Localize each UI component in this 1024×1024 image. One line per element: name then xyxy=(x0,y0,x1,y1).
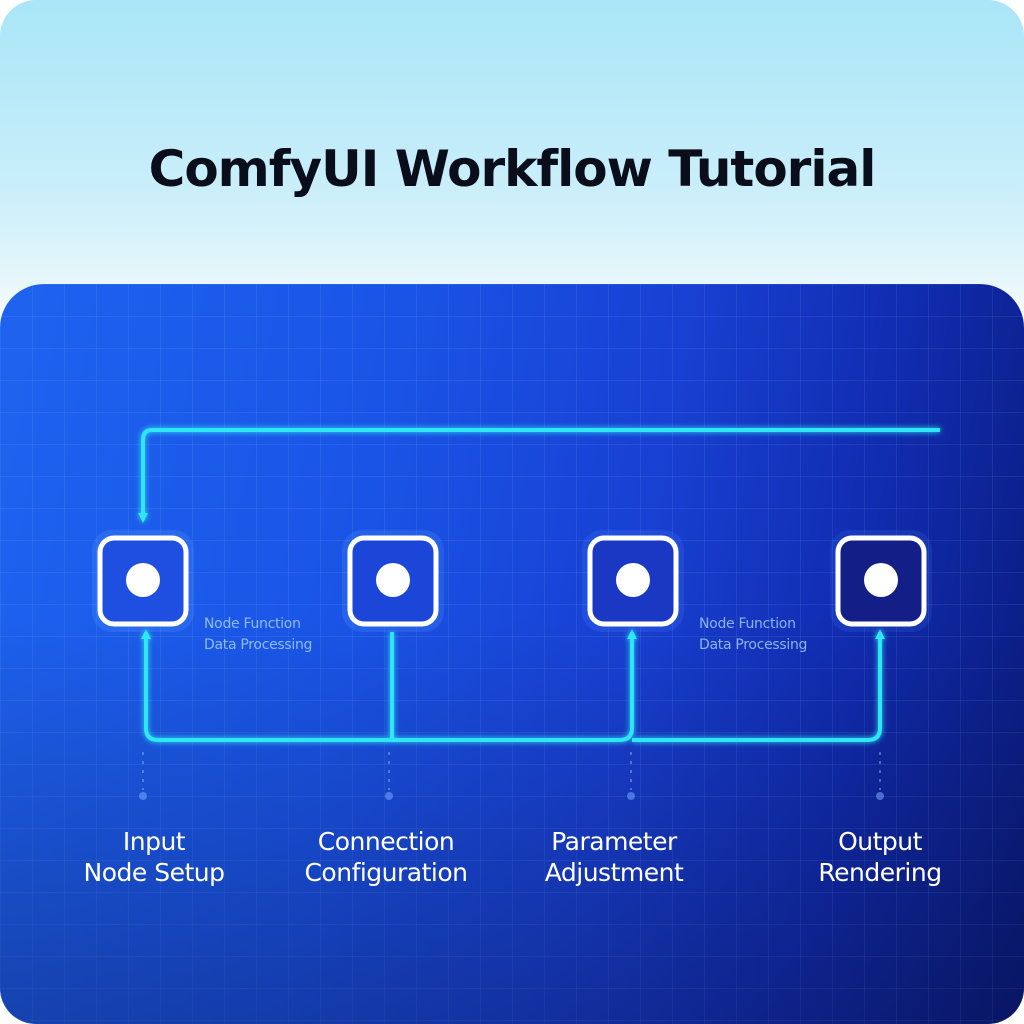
step-label-connection: Connection Configuration xyxy=(304,827,468,887)
bottom-loop-center xyxy=(390,632,632,742)
node-parameter[interactable] xyxy=(582,530,684,632)
node-dot-icon xyxy=(376,563,410,597)
node-output[interactable] xyxy=(830,530,932,632)
annotation-right: Node Function Data Processing xyxy=(699,616,808,653)
page-title: ComfyUI Workflow Tutorial xyxy=(148,140,877,198)
annotation-left: Node Function Data Processing xyxy=(204,616,313,653)
step-label-parameter: Parameter Adjustment xyxy=(544,827,684,887)
bottom-loop-right xyxy=(632,629,885,742)
node-connection[interactable] xyxy=(342,530,444,632)
node-dot-icon xyxy=(864,563,898,597)
node-input[interactable] xyxy=(92,530,194,632)
workflow-panel xyxy=(0,284,1024,1024)
step-label-output: Output Rendering xyxy=(818,827,942,887)
feedback-loop-connector xyxy=(138,428,940,523)
bottom-loop-left xyxy=(141,629,392,742)
step-label-input: Input Node Setup xyxy=(83,827,225,887)
drop-guide-dots xyxy=(139,792,884,800)
drop-guides xyxy=(142,752,881,790)
node-dot-icon xyxy=(126,563,160,597)
node-dot-icon xyxy=(616,563,650,597)
